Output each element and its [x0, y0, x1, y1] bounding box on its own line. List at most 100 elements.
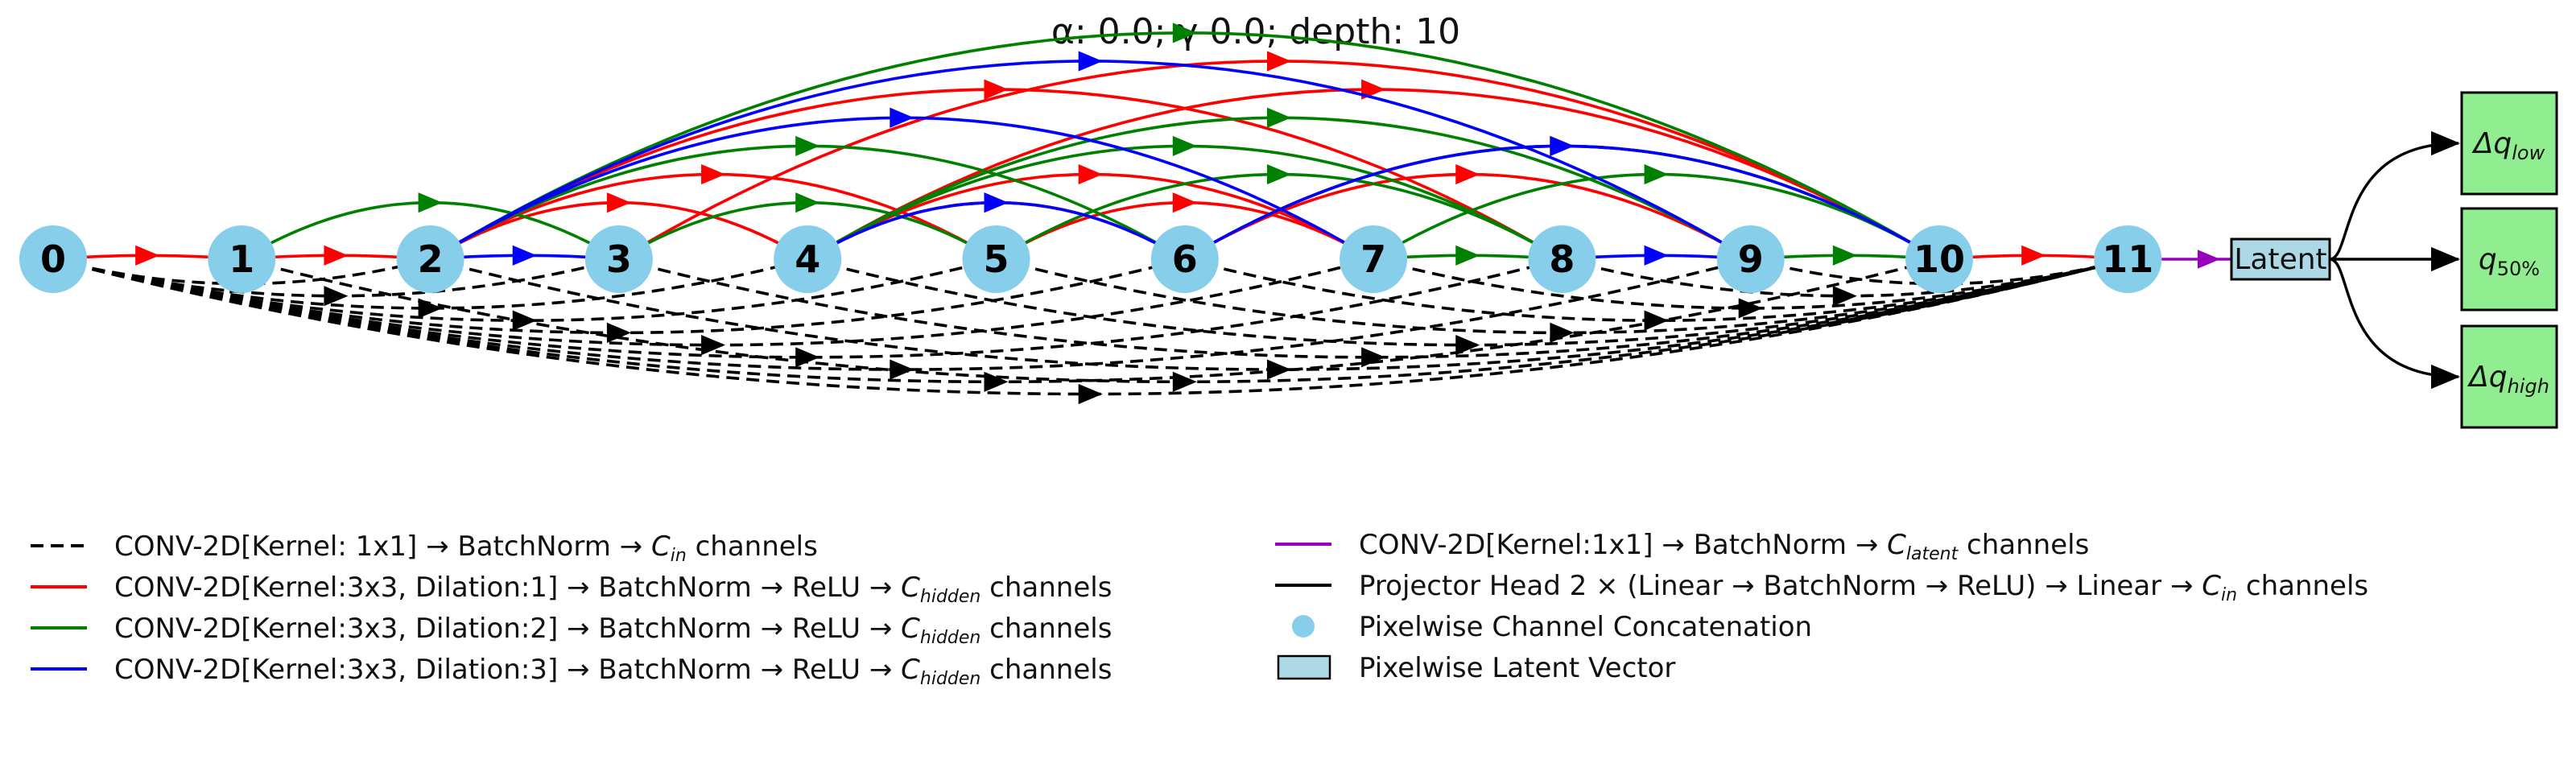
- node-label: 3: [606, 237, 632, 281]
- head-high: Δqhigh: [2460, 324, 2558, 429]
- legend-left-item-3: CONV-2D[Kernel:3x3, Dilation:3] → BatchN…: [31, 654, 1112, 689]
- head-arrow-0: [2431, 130, 2460, 156]
- node-0: 0: [19, 225, 87, 293]
- edge-red-2-8-arrow: [984, 79, 1009, 100]
- node-9: 9: [1716, 225, 1785, 293]
- node-8: 8: [1528, 225, 1596, 293]
- node-circle: [1716, 225, 1785, 293]
- head-sub: 50%: [2497, 258, 2540, 280]
- edge-dashed-3-11: [618, 258, 2128, 359]
- head-box: [2460, 324, 2558, 429]
- legend-sub: hidden: [920, 669, 980, 689]
- legend-swatch: [1277, 654, 1331, 680]
- legend-label: CONV-2D[Kernel:3x3, Dilation:1] → BatchN…: [114, 572, 1112, 607]
- node-4: 4: [774, 225, 842, 293]
- edge-red-4-7-arrow: [1078, 163, 1103, 185]
- edge-green-7-10-arrow: [1644, 163, 1669, 185]
- head-sub: high: [2508, 375, 2549, 398]
- legend-tail: channels: [980, 572, 1112, 604]
- legend-right-item-2: Pixelwise Channel Concatenation: [1292, 611, 1812, 643]
- head-label: Δqlow: [2471, 127, 2545, 164]
- node-1: 1: [208, 225, 276, 293]
- head-label: Δqhigh: [2467, 361, 2549, 398]
- legend-right-item-3: Pixelwise Latent Vector: [1277, 652, 1675, 684]
- edge-red-2-5-arrow: [701, 163, 726, 185]
- edge-dashed-7-11-arrow: [1738, 298, 1763, 319]
- head-label: q50%: [2479, 243, 2540, 280]
- edge-green-1-3-arrow: [418, 192, 443, 213]
- legend-var: C: [1887, 529, 1906, 561]
- edge-blue-4-6-arrow: [984, 192, 1009, 213]
- node-label: 2: [418, 237, 444, 281]
- edge-blue-2-7: [429, 116, 1375, 261]
- head-edge-2: [2329, 258, 2459, 378]
- legend-label: Pixelwise Latent Vector: [1359, 652, 1675, 684]
- latent-block: Latent: [2161, 237, 2331, 281]
- edge-dashed-7-11: [1373, 258, 2128, 310]
- node-circle: [1340, 225, 1408, 293]
- edge-dashed-0-5: [52, 258, 997, 322]
- node-label: 1: [229, 237, 254, 281]
- edge-blue-2-9-arrow: [1078, 51, 1103, 72]
- edge-green-2-6-arrow: [795, 135, 820, 157]
- node-circle: [19, 225, 87, 293]
- edge-green-4-9-arrow: [1266, 107, 1291, 128]
- edge-dashed-6-11: [1184, 258, 2128, 322]
- edges-layer: [52, 23, 2128, 405]
- legend-text-main: CONV-2D[Kernel:3x3, Dilation:1] → BatchN…: [114, 572, 901, 604]
- legend-var: C: [2202, 570, 2221, 602]
- head-main: Δq: [2471, 127, 2512, 160]
- legend-var: C: [901, 654, 920, 686]
- legend-tail: channels: [2237, 570, 2368, 602]
- node-label: 8: [1549, 237, 1575, 281]
- legend-sub: in: [2221, 585, 2237, 605]
- edge-green-5-8-arrow: [1266, 163, 1291, 185]
- edge-dashed-0-7-arrow: [701, 335, 726, 356]
- edge-red-0-1-arrow: [135, 245, 160, 266]
- node-circle: [774, 225, 842, 293]
- node-label: 5: [983, 237, 1009, 281]
- latent-label: Latent: [2234, 243, 2326, 276]
- edge-green-9-10-arrow: [1832, 245, 1857, 266]
- head-50%: q50%: [2460, 207, 2558, 312]
- edge-dashed-0-5-arrow: [512, 310, 537, 331]
- legend-left-item-0: CONV-2D[Kernel: 1x1] → BatchNorm → Cin c…: [31, 530, 818, 566]
- legend-var: C: [901, 613, 920, 645]
- edge-blue-8-9-arrow: [1644, 245, 1669, 266]
- node-label: 11: [2102, 237, 2153, 281]
- node-6: 6: [1150, 225, 1219, 293]
- legend-tail: channels: [980, 654, 1112, 686]
- edge-green-4-9: [807, 116, 1752, 261]
- head-arrow-1: [2431, 246, 2460, 272]
- edge-red-3-10-arrow: [1266, 51, 1291, 72]
- legend-text-main: Pixelwise Channel Concatenation: [1359, 611, 1812, 643]
- edge-green-2-10-arrow: [1172, 23, 1197, 43]
- edge-purple-arrow: [2198, 250, 2220, 269]
- edge-dashed-0-4-arrow: [418, 298, 443, 319]
- edge-dashed-4-11-arrow: [1455, 335, 1480, 356]
- edge-red-6-9: [1183, 172, 1752, 261]
- legend-tail: channels: [687, 530, 818, 563]
- head-sub: low: [2512, 142, 2545, 164]
- legend-text-main: Pixelwise Latent Vector: [1359, 652, 1675, 684]
- edge-dashed-0-10-arrow: [984, 371, 1009, 392]
- node-11: 11: [2094, 225, 2162, 293]
- node-10: 10: [1905, 225, 1973, 293]
- edge-red-6-9-arrow: [1455, 163, 1480, 185]
- node-circle: [1905, 225, 1973, 293]
- edge-blue-2-3-arrow: [512, 245, 537, 266]
- edge-dashed-8-11-arrow: [1832, 286, 1857, 307]
- node-circle: [584, 225, 653, 293]
- head-box: [2460, 207, 2558, 312]
- node-label: 10: [1913, 237, 1965, 281]
- legend-swatch: [1292, 615, 1315, 638]
- legend-left-item-1: CONV-2D[Kernel:3x3, Dilation:1] → BatchN…: [31, 572, 1112, 607]
- node-label: 6: [1172, 237, 1198, 281]
- legend-label: CONV-2D[Kernel:3x3, Dilation:3] → BatchN…: [114, 654, 1112, 689]
- legend-sub: hidden: [920, 628, 980, 648]
- head-edge-0: [2329, 142, 2459, 261]
- node-circle: [1150, 225, 1219, 293]
- legend-sub: in: [671, 546, 687, 566]
